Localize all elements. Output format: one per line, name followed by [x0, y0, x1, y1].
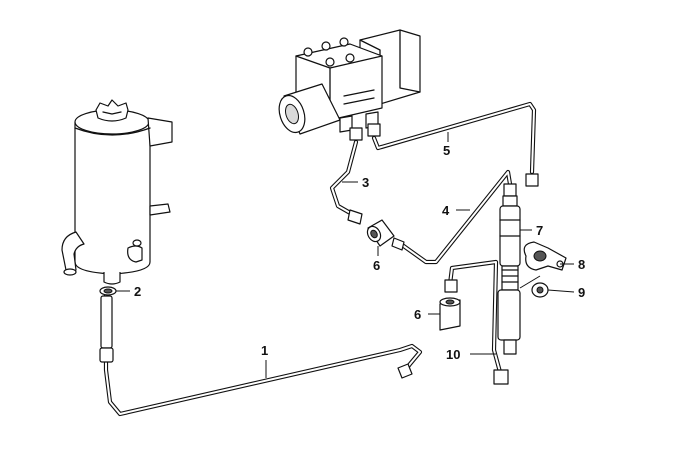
callout-6b: 6: [414, 307, 421, 322]
brake-line-1: [99, 289, 423, 417]
callout-3: 3: [362, 175, 369, 190]
connector-6-lower: [439, 297, 461, 331]
damper-7: [497, 195, 521, 355]
hydraulic-unit: [278, 29, 421, 135]
callouts: 1 2 3 4 5 6 6 7 8 9 10: [134, 143, 585, 362]
callout-2: 2: [134, 284, 141, 299]
callout-5: 5: [443, 143, 450, 158]
callout-6a: 6: [373, 258, 380, 273]
callout-9: 9: [578, 285, 585, 300]
callout-7: 7: [536, 223, 543, 238]
bushing-9: [531, 282, 549, 298]
brake-line-3: [329, 127, 363, 225]
callout-1: 1: [261, 343, 268, 358]
callout-10: 10: [446, 347, 460, 362]
brake-line-10: [444, 259, 509, 385]
fluid-reservoir: [61, 99, 173, 285]
brake-line-5: [367, 101, 539, 187]
clamp-8: [523, 241, 567, 271]
brake-line-4: [391, 169, 517, 265]
leader-lines: [116, 132, 575, 378]
callout-8: 8: [578, 257, 585, 272]
callout-4: 4: [442, 203, 450, 218]
grommet-2: [99, 286, 117, 296]
connector-6-upper: [366, 219, 395, 247]
